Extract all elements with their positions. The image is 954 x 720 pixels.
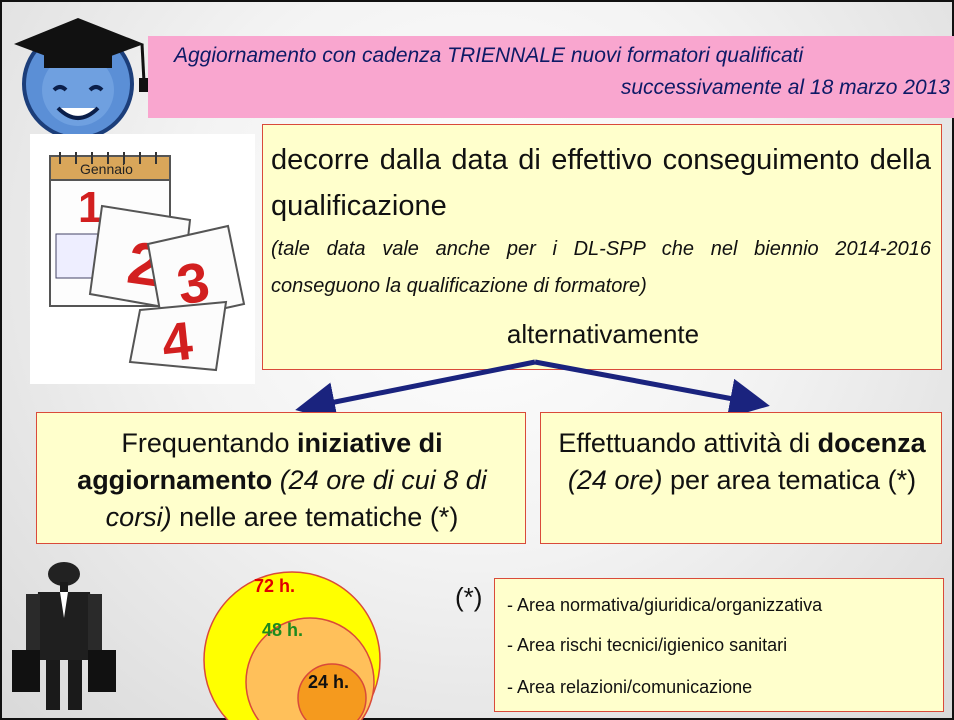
option-courses-bold: iniziative di aggiornamento xyxy=(77,428,443,495)
start-date-text: decorre dalla data di effettivo consegui… xyxy=(271,144,931,222)
header-title: Aggiornamento con cadenza TRIENNALE nuov… xyxy=(174,44,804,67)
areas-marker: (*) xyxy=(455,582,483,612)
label-24h: 24 h. xyxy=(308,672,349,692)
start-date-box: decorre dalla data di effettivo consegui… xyxy=(262,124,942,370)
label-48h: 48 h. xyxy=(262,620,303,640)
graduate-smiley-icon xyxy=(14,18,149,140)
header-subtitle: successivamente al 18 marzo 2013 xyxy=(620,76,950,99)
label-72h: 72 h. xyxy=(254,576,295,596)
calendar-month: Gennaio xyxy=(80,161,133,177)
calendar-icon: Gennaio 1 2 3 4 xyxy=(30,134,255,384)
option-teaching-tail: per area tematica (*) xyxy=(662,465,917,495)
option-courses-hours: (24 ore di cui 8 di corsi) xyxy=(105,465,487,532)
option-courses-box: Frequentando iniziative di aggiornamento… xyxy=(36,412,526,544)
start-date-note: (tale data vale anche per i DL-SPP che n… xyxy=(271,238,931,297)
option-teaching-t1: Effettuando attività di xyxy=(558,428,818,458)
option-courses-tail: nelle aree tematiche (*) xyxy=(171,502,459,532)
calendar-page-4: 4 xyxy=(159,311,195,374)
area-item: - Area relazioni/comunicazione xyxy=(507,677,753,697)
thematic-areas-box: - Area normativa/giuridica/organizzativa… xyxy=(494,578,944,712)
businessman-icon xyxy=(12,562,116,710)
option-teaching-hours: (24 ore) xyxy=(567,465,663,495)
option-teaching-box: Effettuando attività di docenza (24 ore)… xyxy=(540,412,942,544)
option-courses-t1: Frequentando xyxy=(121,428,298,458)
option-courses-text: Frequentando iniziative di aggiornamento… xyxy=(47,425,517,536)
area-item: - Area normativa/giuridica/organizzativa xyxy=(507,595,823,615)
calendar-page-1: 1 xyxy=(78,183,102,232)
option-teaching-text: Effettuando attività di docenza (24 ore)… xyxy=(551,425,933,499)
header-banner: Aggiornamento con cadenza TRIENNALE nuov… xyxy=(148,36,954,118)
hours-circles: 72 h. 48 h. 24 h. xyxy=(203,571,381,720)
circle-24h xyxy=(297,663,367,720)
area-item: - Area rischi tecnici/igienico sanitari xyxy=(507,635,788,655)
alternative-label: alternativamente xyxy=(506,319,700,349)
option-teaching-bold: docenza xyxy=(817,428,926,458)
